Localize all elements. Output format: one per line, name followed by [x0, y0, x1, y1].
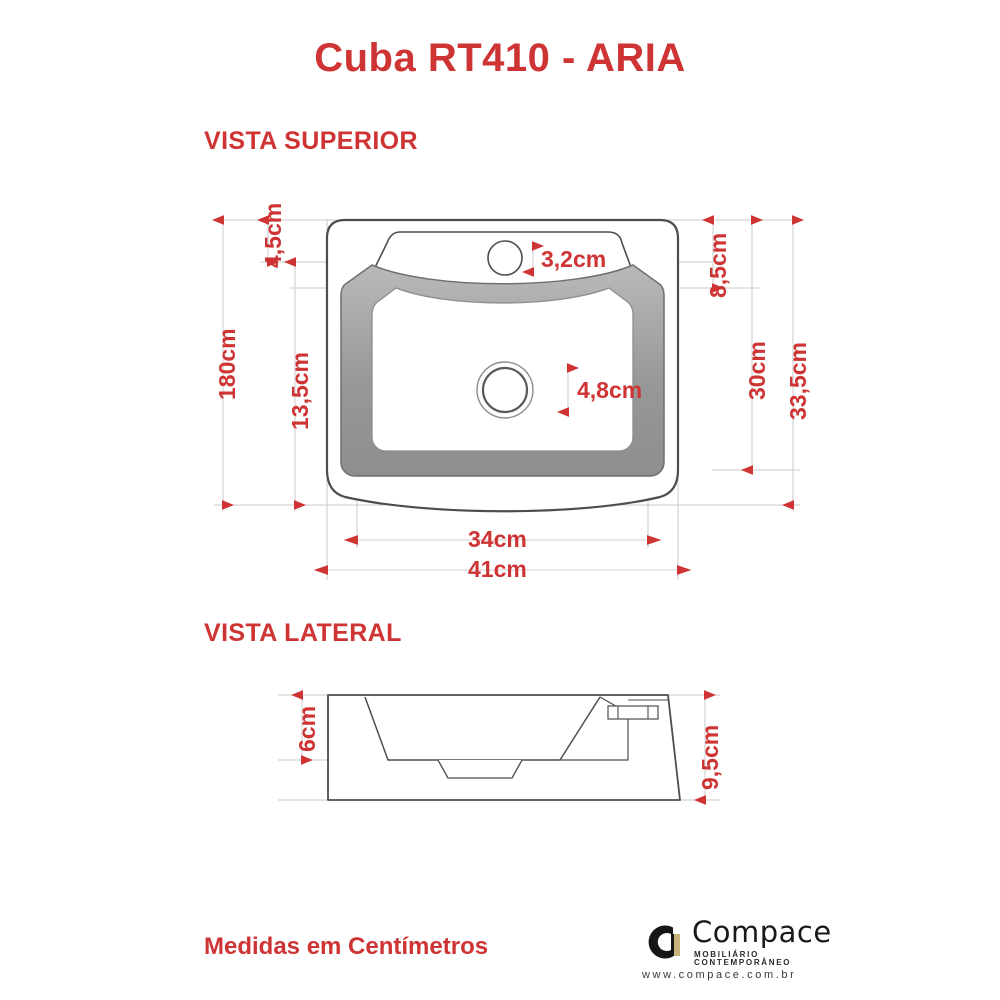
sink-top-view	[325, 218, 680, 513]
dim-label-34cm: 34cm	[468, 526, 527, 552]
dim-label-180cm: 180cm	[214, 328, 240, 400]
dimension-lines-top-view	[212, 215, 804, 575]
section-label-side-view: VISTA LATERAL	[204, 619, 402, 647]
company-logo: Compace MOBILIÁRIO CONTEMPORÂNEO www.com…	[640, 916, 831, 986]
logo-tagline: MOBILIÁRIO CONTEMPORÂNEO	[694, 950, 792, 967]
dim-label-30cm: 30cm	[744, 341, 770, 400]
sink-side-view	[278, 690, 720, 805]
faucet-hole	[487, 240, 523, 276]
drain-inner-ring	[481, 366, 529, 414]
dim-label-13-5cm: 13,5cm	[287, 351, 313, 430]
side-view-outline	[327, 694, 681, 801]
dim-label-41cm: 41cm	[468, 556, 527, 582]
dim-label-3-2cm: 3,2cm	[541, 246, 607, 272]
side-view-faucet-fitting	[607, 705, 659, 720]
compace-c-mark-icon	[648, 925, 680, 959]
logo-wordmark: Compace	[692, 915, 832, 949]
dim-label-33-5cm: 33,5cm	[785, 341, 811, 420]
dimension-lines-side-view	[291, 690, 716, 805]
dim-label-8-5cm: 8,5cm	[705, 232, 731, 298]
page-title: Cuba RT410 - ARIA	[314, 36, 686, 80]
dim-label-4-8cm: 4,8cm	[577, 377, 643, 403]
footer-note: Medidas em Centímetros	[204, 933, 489, 960]
dim-label-6cm: 6cm	[294, 705, 320, 752]
logo-url: www.compace.com.br	[642, 969, 797, 981]
side-view-drain-notch	[437, 759, 523, 779]
dim-label-9-5cm: 9,5cm	[697, 724, 723, 790]
section-label-top-view: VISTA SUPERIOR	[204, 127, 418, 155]
side-view-rear-deck	[560, 696, 629, 761]
dim-label-4-5cm: 4,5cm	[260, 202, 286, 268]
